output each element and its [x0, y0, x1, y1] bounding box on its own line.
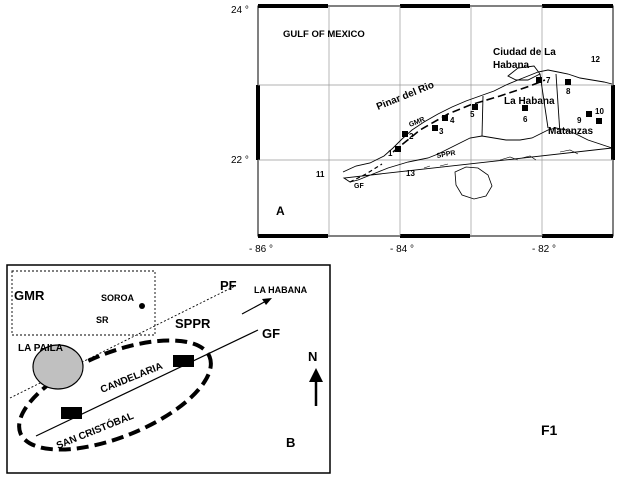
la-habana-arrow: [241, 299, 269, 315]
soroa-label: SOROA: [101, 293, 135, 303]
map-b: GMR SOROA SR PF LA HABANA LA PAILA SPPR …: [6, 264, 331, 474]
fault-trace-dashed: [392, 79, 546, 153]
site-label-8: 8: [566, 87, 571, 96]
sr-label: SR: [96, 315, 109, 325]
san-cristobal-marker: [61, 407, 82, 419]
soroa-dot: [139, 303, 145, 309]
site-marker-10: [596, 118, 602, 124]
site-label-10: 10: [595, 107, 604, 116]
figure-label: F1: [541, 422, 558, 438]
pf-label: PF: [220, 278, 237, 293]
site-label-6: 6: [523, 115, 528, 124]
site-marker-7: [536, 77, 542, 83]
sppr-zone-ellipse: [17, 338, 213, 452]
ciudad-label-line1: Ciudad de La: [493, 47, 556, 58]
la-habana-arrowhead: [262, 298, 272, 305]
site-label-4: 4: [450, 116, 455, 125]
site-label-5: 5: [470, 110, 475, 119]
site-markers: [395, 77, 602, 152]
site-marker-1: [395, 146, 401, 152]
sppr-label-a: SPPR: [436, 150, 456, 160]
lat-label-22: 22 °: [231, 155, 249, 166]
site-marker-9: [586, 111, 592, 117]
lon-label-84: - 84 °: [390, 244, 414, 255]
map-a: GULF OF MEXICO Ciudad de La Habana Pinar…: [231, 4, 615, 255]
north-label: N: [308, 349, 317, 364]
gf-label-a: GF: [354, 183, 364, 190]
map-a-panel-label: A: [276, 204, 285, 218]
site-label-3: 3: [439, 127, 444, 136]
sppr-label-b: SPPR: [175, 316, 211, 331]
site-label-9: 9: [577, 116, 582, 125]
north-arrow-icon: [309, 368, 323, 406]
candelaria-marker: [173, 355, 194, 367]
site-label-12: 12: [591, 55, 600, 64]
site-marker-5: [472, 104, 478, 110]
lon-label-86: - 86 °: [249, 244, 273, 255]
sierra-rosario-box: [11, 270, 156, 336]
site-marker-4: [442, 115, 448, 121]
site-marker-2: [402, 131, 408, 137]
site-marker-8: [565, 79, 571, 85]
la-habana-label-b: LA HABANA: [254, 285, 308, 295]
map-b-panel-label: B: [286, 435, 295, 450]
la-paila-circle: [32, 344, 84, 390]
site-marker-6: [522, 105, 528, 111]
gmr-label-b: GMR: [14, 288, 45, 303]
isla-de-la-juventud: [454, 166, 493, 200]
site-marker-3: [432, 125, 438, 131]
site-label-1: 1: [388, 149, 393, 158]
site-label-7: 7: [546, 76, 551, 85]
cays: [423, 149, 579, 169]
lat-label-24: 24 °: [231, 5, 249, 16]
site-label-13: 13: [406, 169, 415, 178]
lon-label-82: - 82 °: [532, 244, 556, 255]
ciudad-label-line2: Habana: [493, 60, 530, 71]
la-habana-label: La Habana: [504, 96, 555, 107]
gulf-of-mexico-label: GULF OF MEXICO: [283, 29, 365, 40]
site-label-11: 11: [316, 170, 325, 179]
la-paila-label: LA PAILA: [18, 343, 63, 354]
gf-label-b: GF: [262, 326, 280, 341]
matanzas-label: Matanzas: [548, 126, 593, 137]
provincial-boundaries: [481, 65, 561, 137]
gf-trace: [349, 163, 383, 183]
site-label-2: 2: [409, 132, 414, 141]
map-a-edge-bars: [256, 4, 615, 238]
